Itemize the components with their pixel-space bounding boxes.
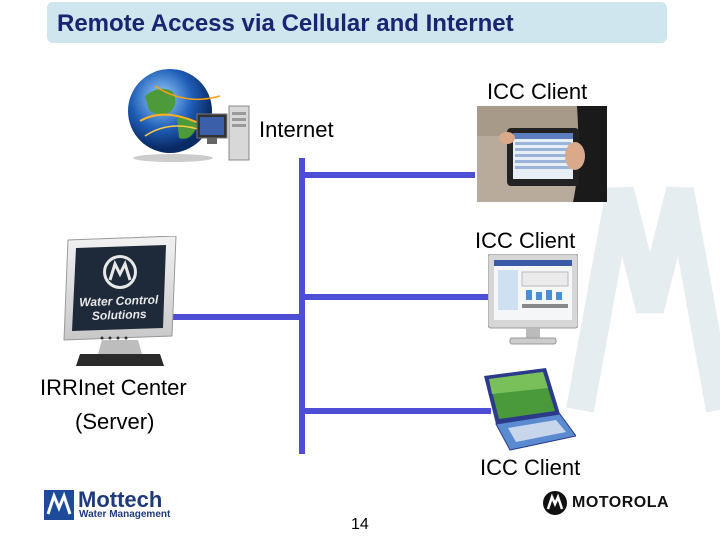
laptop-client-image bbox=[484, 368, 576, 451]
desktop-client-image bbox=[488, 254, 578, 345]
motorola-watermark bbox=[566, 186, 720, 413]
connector-server bbox=[160, 314, 305, 320]
connector-vertical bbox=[299, 158, 305, 454]
motorola-logo-text: MOTOROLA bbox=[572, 494, 670, 511]
server-label-line1: IRRInet Center bbox=[40, 375, 187, 400]
title-bar: Remote Access via Cellular and Internet bbox=[47, 2, 667, 43]
server-label-line2: (Server) bbox=[75, 409, 155, 434]
icc-client-middle-label: ICC Client bbox=[475, 228, 576, 253]
icc-client-bottom-label: ICC Client bbox=[480, 455, 581, 480]
server-screen-text: Water Control Solutions bbox=[74, 292, 165, 323]
mottech-logo-text: Mottech bbox=[78, 487, 163, 512]
mottech-logo-subtext: Water Management bbox=[79, 509, 171, 520]
mottech-logo-icon bbox=[44, 490, 74, 520]
server-monitor-image bbox=[63, 236, 177, 366]
connector-tablet bbox=[299, 172, 475, 178]
connector-laptop bbox=[299, 408, 491, 414]
tablet-client-image bbox=[477, 106, 607, 202]
motorola-logo-icon bbox=[543, 491, 567, 515]
internet-globe-icon bbox=[128, 69, 250, 162]
internet-label: Internet bbox=[259, 117, 334, 142]
icc-client-top-label: ICC Client bbox=[487, 79, 588, 104]
connector-desktop-client bbox=[299, 294, 491, 300]
page-title: Remote Access via Cellular and Internet bbox=[57, 10, 514, 37]
page-number: 14 bbox=[351, 516, 369, 533]
